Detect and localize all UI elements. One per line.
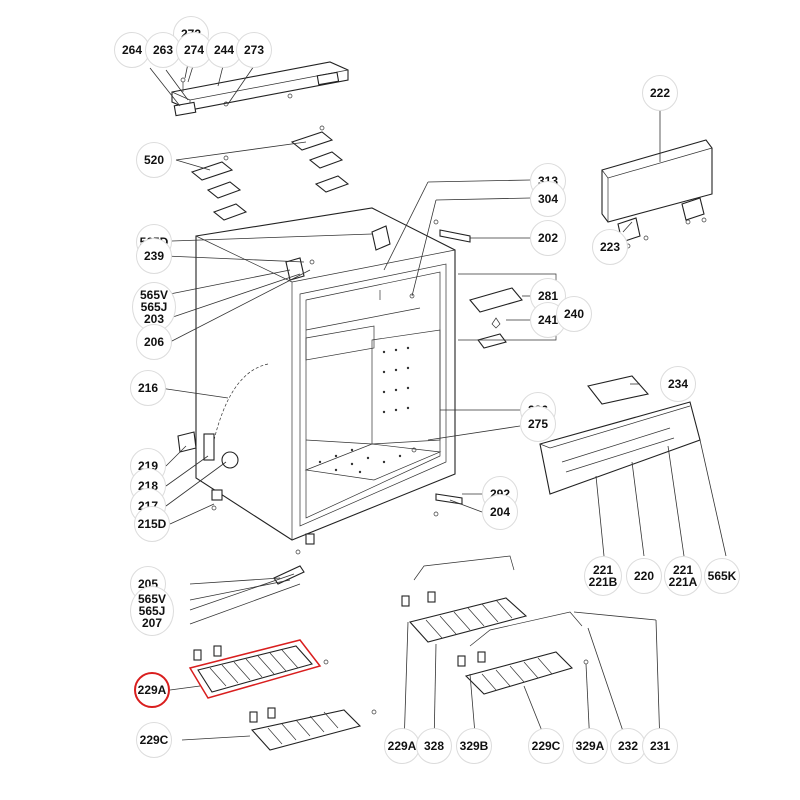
door-top-frame [601, 139, 713, 249]
label-229C-right: 229C [528, 728, 564, 764]
label-215D: 215D [134, 506, 170, 542]
label-234: 234 [660, 366, 696, 402]
top-hinge-bar [171, 61, 349, 117]
label-229A-highlighted: 229A [134, 672, 170, 708]
label-206: 206 [136, 324, 172, 360]
label-229A: 229A [384, 728, 420, 764]
label-520: 520 [136, 142, 172, 178]
evaporator-panel [539, 401, 701, 495]
upper-brackets-520 [190, 125, 350, 221]
label-273: 273 [236, 32, 272, 68]
label-239: 239 [136, 238, 172, 274]
label-264: 264 [114, 32, 150, 68]
cabinet-vent-dots [318, 346, 410, 474]
label-232: 232 [610, 728, 646, 764]
label-229C: 229C [136, 722, 172, 758]
label-231: 231 [642, 728, 678, 764]
label-263: 263 [145, 32, 181, 68]
fridge-cabinet [195, 207, 456, 541]
label-329B: 329B [456, 728, 492, 764]
label-204: 204 [482, 494, 518, 530]
label-202: 202 [530, 220, 566, 256]
label-240: 240 [556, 296, 592, 332]
label-328: 328 [416, 728, 452, 764]
label-220: 220 [626, 558, 662, 594]
label-216: 216 [130, 370, 166, 406]
label-222: 222 [642, 75, 678, 111]
label-223: 223 [592, 229, 628, 265]
shelf-229C-left [249, 707, 377, 751]
label-565K: 565K [704, 558, 740, 594]
shelf-229C-right [457, 611, 589, 695]
label-304: 304 [530, 181, 566, 217]
shelf-229A-highlighted [188, 639, 329, 699]
shelf-229A-right [401, 555, 528, 643]
label-275: 275 [520, 406, 556, 442]
label-329A: 329A [572, 728, 608, 764]
